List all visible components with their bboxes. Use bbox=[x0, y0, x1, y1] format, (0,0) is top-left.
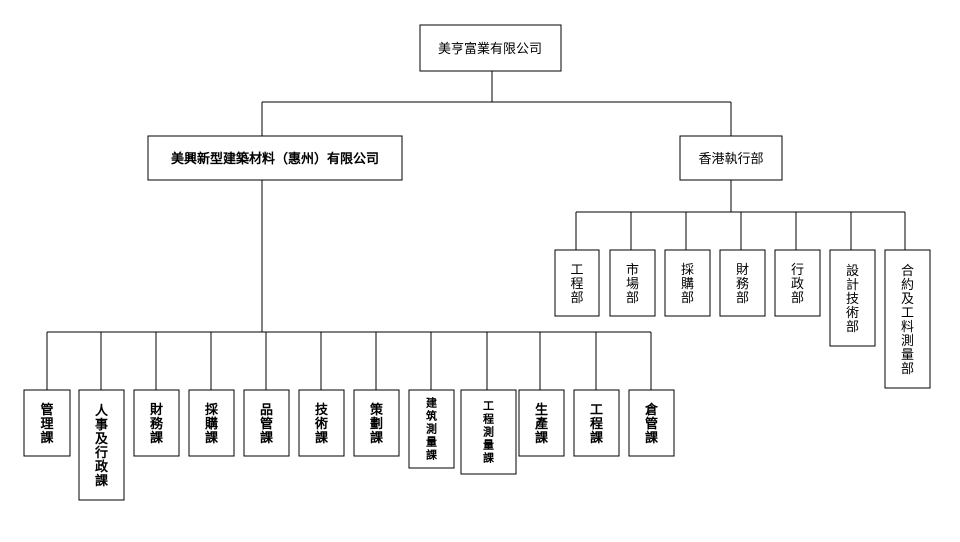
left-dept-label: 人事及行政課 bbox=[94, 403, 109, 488]
right-dept-label: 合約及工料測量部 bbox=[901, 263, 914, 376]
right-company-label: 香港執行部 bbox=[698, 151, 763, 166]
right-dept-label: 市場部 bbox=[626, 262, 639, 305]
right-dept-node[interactable]: 行政部 bbox=[774, 249, 821, 317]
left-dept-node[interactable]: 管理課 bbox=[23, 389, 71, 457]
left-dept-label: 倉管課 bbox=[644, 402, 659, 445]
left-dept-node[interactable]: 人事及行政課 bbox=[78, 389, 125, 501]
right-dept-node[interactable]: 財務部 bbox=[719, 249, 766, 317]
right-company-node[interactable]: 香港執行部 bbox=[679, 135, 783, 181]
right-dept-node[interactable]: 工程部 bbox=[554, 249, 600, 317]
left-dept-node[interactable]: 財務課 bbox=[133, 389, 180, 457]
left-dept-node[interactable]: 品管課 bbox=[243, 389, 290, 457]
right-dept-label: 採購部 bbox=[681, 262, 694, 305]
left-dept-node[interactable]: 生產課 bbox=[518, 389, 565, 457]
left-dept-node[interactable]: 採購課 bbox=[188, 389, 235, 457]
connector-lines bbox=[47, 71, 905, 333]
left-dept-label: 技術課 bbox=[314, 402, 329, 445]
right-dept-node[interactable]: 設計技術部 bbox=[829, 249, 876, 347]
right-dept-node[interactable]: 合約及工料測量部 bbox=[884, 249, 931, 389]
right-departments: 工程部 市場部 採購部 財務部 行政部 設計技術部 合約及工料測量部 bbox=[554, 249, 931, 389]
left-dept-label: 品管課 bbox=[260, 402, 274, 445]
right-dept-label: 行政部 bbox=[791, 262, 804, 305]
left-dept-label: 建筑測量課 bbox=[426, 396, 438, 462]
left-dept-label: 採購課 bbox=[204, 402, 219, 445]
left-dept-node[interactable]: 倉管課 bbox=[628, 389, 675, 457]
left-dept-node[interactable]: 工程課 bbox=[573, 389, 620, 457]
left-dept-connectors bbox=[46, 332, 652, 390]
right-dept-node[interactable]: 市場部 bbox=[609, 249, 656, 317]
root-label: 美亨富業有限公司 bbox=[438, 41, 542, 56]
left-dept-label: 財務課 bbox=[149, 402, 164, 445]
right-dept-node[interactable]: 採購部 bbox=[664, 249, 711, 317]
left-dept-node[interactable]: 技術課 bbox=[298, 389, 345, 457]
left-dept-label: 工程測量課 bbox=[483, 400, 495, 465]
left-dept-node[interactable]: 工程測量課 bbox=[460, 389, 517, 475]
right-dept-label: 設計技術部 bbox=[846, 263, 859, 334]
left-dept-label: 管理課 bbox=[40, 402, 54, 445]
left-dept-node[interactable]: 建筑測量課 bbox=[408, 389, 455, 469]
left-dept-label: 生產課 bbox=[534, 402, 549, 445]
left-company-label: 美興新型建築材料（惠州）有限公司 bbox=[171, 151, 379, 166]
right-dept-label: 財務部 bbox=[736, 262, 749, 305]
left-dept-label: 工程課 bbox=[590, 402, 604, 445]
left-departments: 管理課 人事及行政課 財務課 採購課 品管課 技術課 策劃課 建筑測量課 工程測量課 生產課 工程課… bbox=[23, 389, 675, 501]
left-dept-label: 策劃課 bbox=[370, 402, 384, 445]
right-dept-label: 工程部 bbox=[570, 262, 583, 305]
left-dept-node[interactable]: 策劃課 bbox=[353, 389, 400, 457]
root-node[interactable]: 美亨富業有限公司 bbox=[419, 24, 562, 72]
right-dept-connectors bbox=[575, 212, 906, 250]
left-company-node[interactable]: 美興新型建築材料（惠州）有限公司 bbox=[147, 135, 403, 181]
